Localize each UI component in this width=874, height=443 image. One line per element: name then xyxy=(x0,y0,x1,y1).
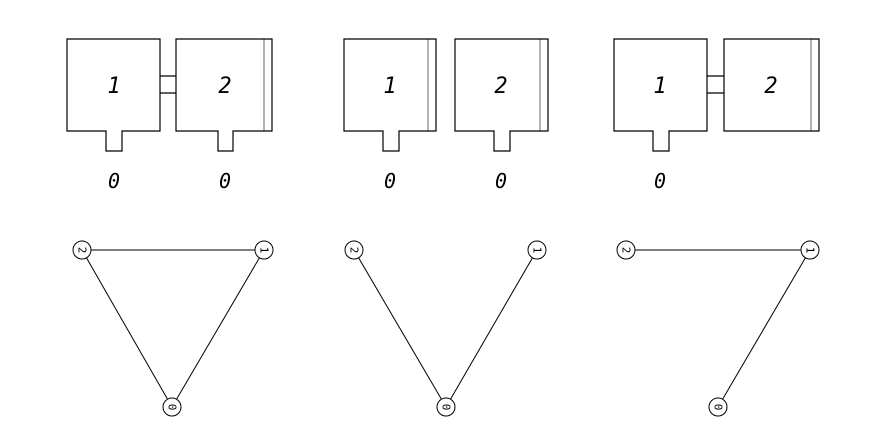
graph-edge xyxy=(717,249,811,408)
floor-plan-1: 1 2 0 0 xyxy=(66,38,273,193)
graph-node: 0 xyxy=(162,397,182,417)
node-label: 2 xyxy=(620,247,633,254)
room-label-2: 2 xyxy=(494,74,507,99)
rooms-outline xyxy=(613,38,820,152)
graph-node: 2 xyxy=(72,240,92,260)
room-label-2: 2 xyxy=(218,74,231,99)
exit-label: 0 xyxy=(495,169,507,193)
exit-label: 0 xyxy=(384,169,396,193)
node-label: 0 xyxy=(166,404,179,411)
room-label-1: 1 xyxy=(653,74,666,99)
graph-node: 1 xyxy=(527,240,547,260)
node-label: 1 xyxy=(531,247,544,254)
node-label: 2 xyxy=(348,247,361,254)
exit-label: 0 xyxy=(219,169,231,193)
graph-edge xyxy=(445,249,538,408)
room-label-1: 1 xyxy=(107,74,120,99)
graph-1: 2 1 0 xyxy=(72,240,274,417)
exit-label: 0 xyxy=(654,169,666,193)
room-label-1: 1 xyxy=(383,74,396,99)
floor-plan-3: 1 2 0 xyxy=(613,38,820,193)
node-label: 1 xyxy=(804,247,817,254)
graph-edge xyxy=(171,249,265,408)
room-2-outline xyxy=(454,38,549,152)
node-label: 2 xyxy=(76,247,89,254)
floor-plan-2: 1 2 0 0 xyxy=(343,38,549,193)
graph-edge xyxy=(81,249,173,408)
node-label: 0 xyxy=(440,404,453,411)
graph-2: 2 1 0 xyxy=(344,240,547,417)
graph-node: 2 xyxy=(616,240,636,260)
room-1-outline xyxy=(66,38,273,152)
room-label-2: 2 xyxy=(764,74,777,99)
exit-label: 0 xyxy=(108,169,120,193)
graph-node: 2 xyxy=(344,240,364,260)
node-label: 0 xyxy=(712,404,725,411)
room-1-outline xyxy=(343,38,437,152)
graph-node: 0 xyxy=(436,397,456,417)
node-label: 1 xyxy=(258,247,271,254)
graph-node: 0 xyxy=(708,397,728,417)
graph-node: 1 xyxy=(800,240,820,260)
graph-node: 1 xyxy=(254,240,274,260)
graph-edge xyxy=(353,249,447,408)
graph-3: 2 1 0 xyxy=(616,240,820,417)
